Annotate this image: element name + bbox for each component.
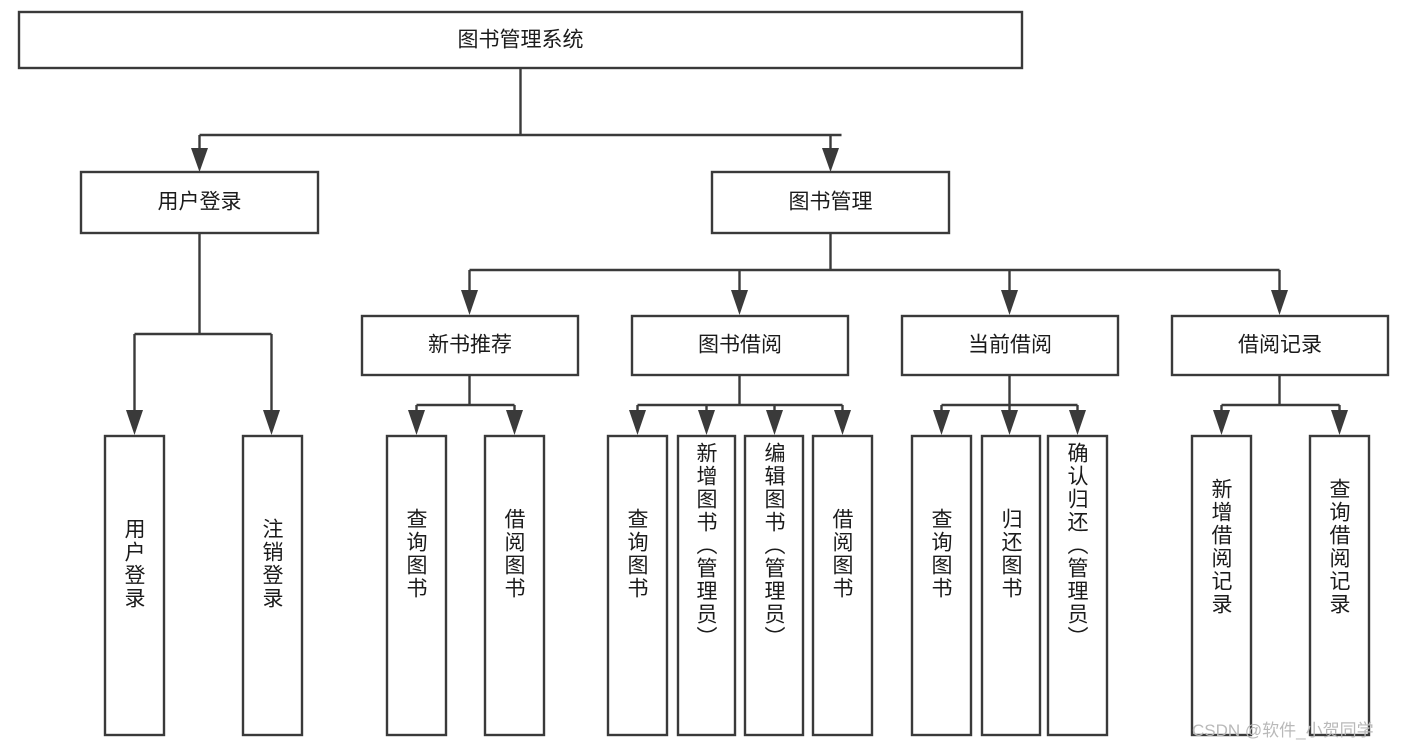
- arrow-head-leaf-return-book: [1001, 410, 1018, 435]
- arrow-head-leaf-user-login: [126, 410, 143, 435]
- node-leaf-add-book-admin-label: 新增图书（管理员）: [694, 442, 717, 649]
- arrow-head-current-borrow: [1001, 290, 1018, 315]
- node-new-book-recommend[interactable]: 新书推荐: [360, 314, 580, 377]
- csdn-watermark: CSDN @软件_小贺同学: [1192, 721, 1374, 740]
- node-leaf-borrow-book-2-rect[interactable]: [811, 434, 874, 737]
- node-leaf-logout-label: 注销登录: [260, 518, 283, 610]
- node-root[interactable]: 图书管理系统: [17, 10, 1024, 70]
- node-borrow-record-label: 借阅记录: [1238, 334, 1322, 357]
- arrow-head-leaf-add-book-admin: [698, 410, 715, 435]
- arrow-head-leaf-borrow-book-1: [506, 410, 523, 435]
- node-leaf-query-borrow-record-rect[interactable]: [1308, 434, 1371, 737]
- node-borrow-record-rect[interactable]: [1170, 314, 1390, 377]
- arrow-head-leaf-logout: [263, 410, 280, 435]
- node-leaf-confirm-return-admin-label: 确认归还（管理员）: [1065, 442, 1088, 649]
- node-leaf-return-book-rect[interactable]: [980, 434, 1042, 737]
- node-leaf-edit-book-admin-rect[interactable]: [743, 434, 805, 737]
- node-leaf-edit-book-admin-label: 编辑图书（管理员）: [762, 442, 785, 649]
- node-leaf-query-book-2-label: 查询图书: [625, 508, 648, 600]
- node-leaf-user-login-rect[interactable]: [103, 434, 166, 737]
- arrow-head-leaf-borrow-book-2: [834, 410, 851, 435]
- arrow-head-borrow-record: [1271, 290, 1288, 315]
- node-new-book-recommend-rect[interactable]: [360, 314, 580, 377]
- node-borrow-record[interactable]: 借阅记录: [1170, 314, 1390, 377]
- connector-group-borrow-record: [1213, 375, 1348, 435]
- node-root-rect[interactable]: [17, 10, 1024, 70]
- node-leaf-query-book-2-rect[interactable]: [606, 434, 669, 737]
- node-leaf-query-borrow-record-label: 查询借阅记录: [1327, 478, 1350, 616]
- node-leaf-borrow-book-1-rect[interactable]: [483, 434, 546, 737]
- connector-group-new-book-recommend: [408, 375, 523, 435]
- arrow-head-book-borrow: [731, 290, 748, 315]
- node-leaf-add-borrow-record-rect[interactable]: [1190, 434, 1253, 737]
- arrow-head-leaf-add-borrow-record: [1213, 410, 1230, 435]
- node-current-borrow-rect[interactable]: [900, 314, 1120, 377]
- node-book-borrow-label: 图书借阅: [698, 334, 782, 357]
- arrow-head-leaf-edit-book-admin: [766, 410, 783, 435]
- arrow-head-leaf-query-book-2: [629, 410, 646, 435]
- node-root-label: 图书管理系统: [458, 29, 584, 52]
- node-user-login[interactable]: 用户登录: [79, 170, 320, 235]
- node-leaf-query-book-1-label: 查询图书: [404, 508, 427, 600]
- connector-group-book-borrow: [629, 375, 851, 435]
- arrow-head-leaf-query-borrow-record: [1331, 410, 1348, 435]
- leaf-rect-group: [103, 434, 1371, 737]
- node-book-borrow-rect[interactable]: [630, 314, 850, 377]
- node-user-login-rect[interactable]: [79, 170, 320, 235]
- node-leaf-borrow-book-1-label: 借阅图书: [502, 508, 525, 600]
- arrow-head-new-book-recommend: [461, 290, 478, 315]
- arrow-head-leaf-confirm-return-admin: [1069, 410, 1086, 435]
- node-leaf-query-book-3-label: 查询图书: [929, 508, 952, 600]
- node-leaf-user-login-label: 用户登录: [122, 518, 145, 610]
- node-leaf-add-borrow-record-label: 新增借阅记录: [1209, 478, 1232, 616]
- arrow-head-book-management: [822, 148, 839, 172]
- connector-group-user-login: [126, 233, 280, 435]
- connector-group-book-management: [461, 233, 1288, 315]
- arrow-head-leaf-query-book-1: [408, 410, 425, 435]
- node-leaf-borrow-book-2-label: 借阅图书: [830, 508, 853, 600]
- arrow-head-user-login: [191, 148, 208, 172]
- node-leaf-confirm-return-admin-rect[interactable]: [1046, 434, 1109, 737]
- node-leaf-query-book-1-rect[interactable]: [385, 434, 448, 737]
- node-book-management[interactable]: 图书管理: [710, 170, 951, 235]
- node-book-management-label: 图书管理: [789, 191, 873, 214]
- connector-group-current-borrow: [933, 375, 1086, 435]
- node-book-borrow[interactable]: 图书借阅: [630, 314, 850, 377]
- node-book-management-rect[interactable]: [710, 170, 951, 235]
- node-leaf-return-book-label: 归还图书: [999, 508, 1022, 600]
- node-new-book-recommend-label: 新书推荐: [428, 334, 512, 357]
- node-current-borrow-label: 当前借阅: [968, 334, 1052, 357]
- node-leaf-query-book-3-rect[interactable]: [910, 434, 973, 737]
- connector-group-root: [191, 68, 842, 172]
- node-leaf-add-book-admin-rect[interactable]: [676, 434, 737, 737]
- node-user-login-label: 用户登录: [158, 191, 242, 214]
- node-leaf-logout-rect[interactable]: [241, 434, 304, 737]
- node-current-borrow[interactable]: 当前借阅: [900, 314, 1120, 377]
- arrow-head-leaf-query-book-3: [933, 410, 950, 435]
